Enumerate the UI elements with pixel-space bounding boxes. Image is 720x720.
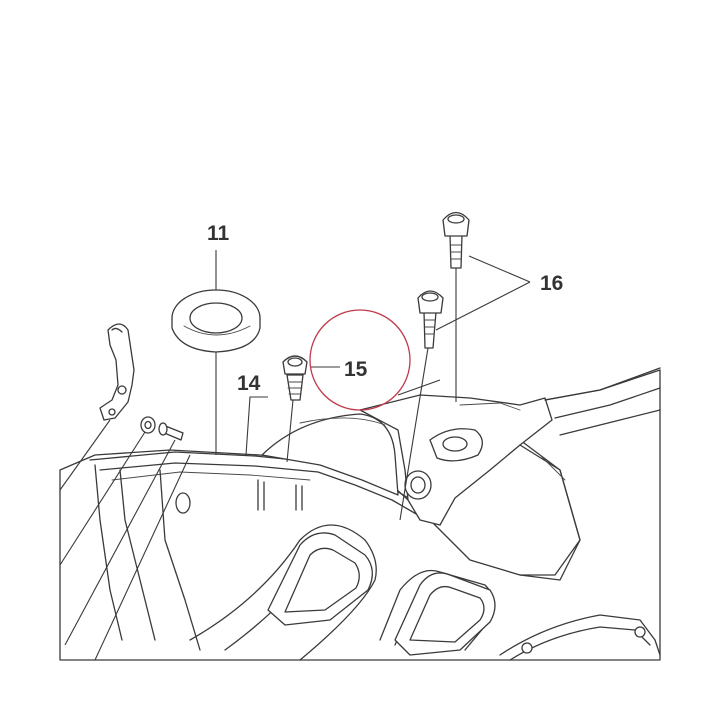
leader-lines [59, 250, 531, 661]
callout-16: 16 [540, 272, 563, 295]
fuel-tank [59, 367, 661, 661]
bolt-16-lower [417, 290, 444, 349]
tank-window-left [267, 532, 373, 626]
callout-11: 11 [207, 222, 230, 245]
callout-15: 15 [344, 358, 368, 381]
gasket-ring [171, 289, 261, 353]
washer [140, 416, 156, 434]
highlight-circle [309, 309, 411, 411]
hook-bracket [99, 323, 135, 421]
small-bolt [158, 422, 184, 441]
tank-window-right [394, 572, 496, 656]
bolt-15 [282, 355, 308, 401]
callout-14: 14 [237, 372, 261, 395]
fuel-inlet-port [404, 428, 483, 500]
bolt-16-upper [442, 211, 470, 269]
